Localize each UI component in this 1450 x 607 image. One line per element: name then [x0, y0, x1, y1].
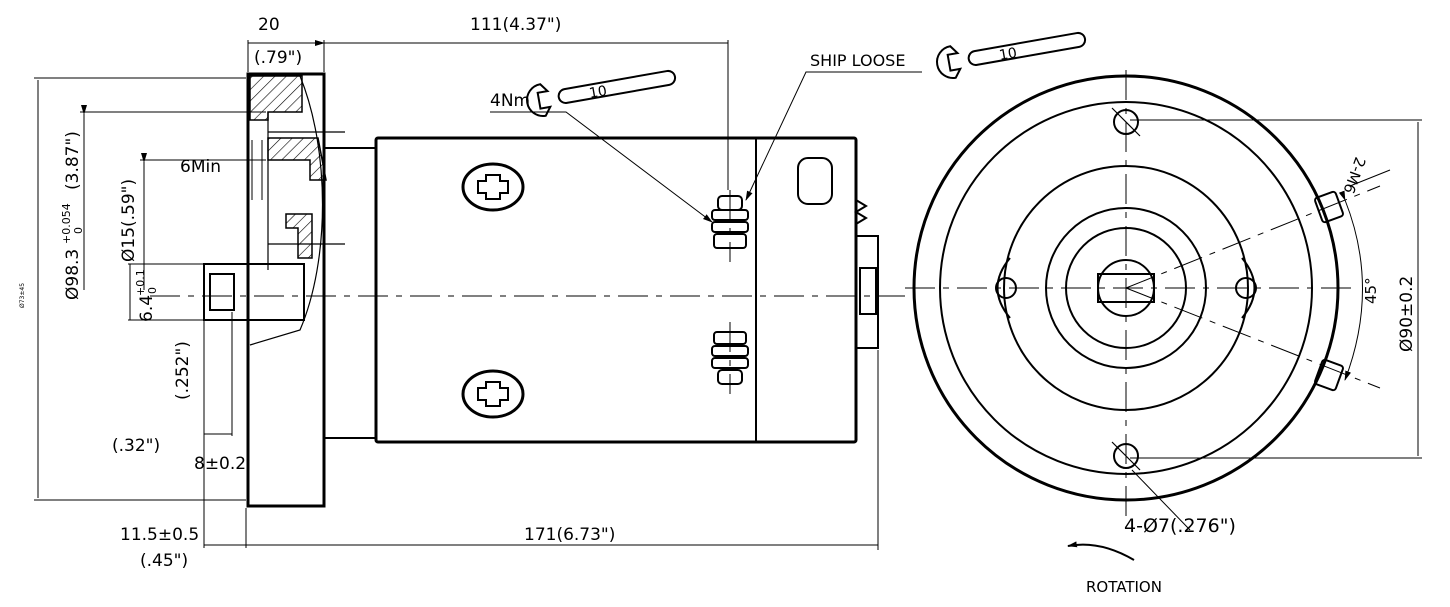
svg-text:0: 0 [146, 287, 159, 294]
angle-label: 45° [1362, 277, 1380, 304]
wrench-icon [936, 31, 1087, 79]
min-depth-label: 6Min [180, 157, 221, 177]
angle-arc [1338, 190, 1363, 381]
ship-loose-label: SHIP LOOSE [810, 51, 905, 70]
side-view: 20 (.79") 111(4.37") SHIP LOOSE 4Nm 10 1… [19, 15, 1087, 571]
flange-section-mid [267, 137, 327, 181]
thread-leader [1349, 169, 1391, 187]
svg-text:+0.054: +0.054 [60, 203, 73, 244]
flange-width-label: 20 [258, 15, 280, 35]
outer-flange-circle [912, 74, 1340, 502]
angle-ray [1125, 185, 1381, 289]
boss-curve [249, 75, 324, 346]
torque-leader [490, 111, 713, 223]
key-width-in-label: (.252") [173, 341, 193, 400]
svg-text:Ø98.3: Ø98.3 [63, 249, 83, 300]
hole-spec-label: 4-Ø7(.276") [1124, 515, 1236, 537]
wrench-size-label: 10 [998, 45, 1018, 64]
hole-mark [1111, 107, 1141, 137]
hole-leader [1131, 469, 1191, 531]
flange-section-low [285, 213, 313, 259]
shaft-collar-circle [1065, 227, 1187, 349]
end-cap-teeth [854, 199, 868, 225]
flange-width-in-label: (.79") [254, 48, 302, 68]
output-shaft [203, 263, 305, 321]
bolt-hole [1113, 109, 1139, 135]
rotation-arrow-icon [1067, 541, 1135, 561]
flange-rim-circle [939, 101, 1313, 475]
bolt-hole [1113, 443, 1139, 469]
mount-hole [995, 277, 1017, 299]
bolt-circle-label: Ø90±0.2 [1397, 276, 1417, 352]
end-cap-plug [797, 157, 833, 205]
shaft-key [209, 273, 235, 311]
key-width-label: 6.4 +0.1 0 [134, 269, 159, 322]
shaft-len-in-label: (.32") [112, 436, 160, 456]
thread-label: 2-M6 [1339, 155, 1369, 196]
wrench-size-label: 10 [588, 83, 608, 102]
boss-circle [1045, 207, 1207, 369]
front-view: 4-Ø7(.276") ROTATION 2-M6 45° Ø90±0.2 [905, 70, 1422, 596]
body-length-label: 111(4.37") [470, 15, 561, 35]
hole-mark [1111, 441, 1141, 471]
flange-section-top [249, 75, 303, 121]
wrench-icon [526, 69, 677, 117]
phillips-screw-icon [461, 162, 525, 212]
pilot-diameter-label: Ø15(.59") [119, 179, 139, 262]
mounting-ear [1241, 257, 1256, 319]
phillips-screw-icon [461, 369, 525, 419]
shaft-len-label: 8±0.2 [194, 454, 246, 474]
mounting-ear [996, 257, 1011, 319]
svg-text:6.4: 6.4 [137, 295, 157, 322]
pilot-circle [1003, 165, 1249, 411]
angle-ray [1125, 287, 1381, 389]
motor-neck [323, 147, 377, 439]
svg-text:(3.87"): (3.87") [63, 131, 83, 190]
svg-text:0: 0 [72, 227, 85, 234]
offset-in-label: (.45") [140, 551, 188, 571]
mount-hole [1235, 277, 1257, 299]
svg-text:+0.1: +0.1 [134, 269, 147, 296]
overall-length-label: 171(6.73") [524, 525, 615, 545]
motor-body [374, 136, 858, 444]
ship-loose-leader [745, 71, 922, 201]
end-cap-hub [855, 235, 879, 349]
rotation-label: ROTATION [1086, 578, 1162, 596]
torque-label: 4Nm [490, 91, 530, 111]
bore-diameter-label: Ø98.3 +0.054 0 (3.87") [60, 131, 85, 300]
end-cap-nut [859, 267, 877, 315]
shaft-key-flat [1097, 273, 1155, 303]
offset-label: 11.5±0.5 [120, 525, 199, 545]
side-small-label: Ø73±45 [19, 283, 26, 308]
